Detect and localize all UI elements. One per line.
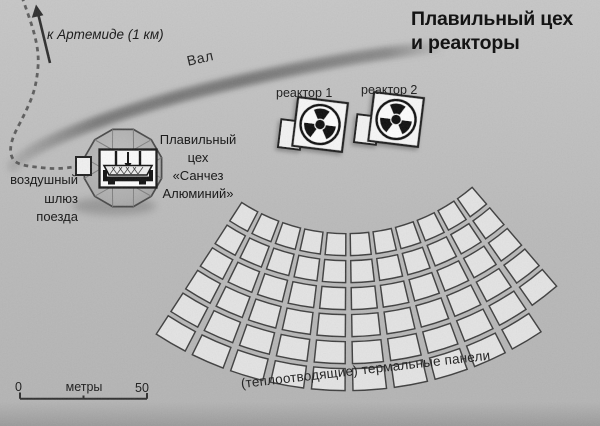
map-title-line1: Плавильный цех — [411, 8, 574, 30]
scale-end-label: 50 — [135, 381, 149, 395]
smelter-label: Плавильный цех «Санчез Алюминий» — [150, 131, 246, 203]
scale-start-label: 0 — [15, 380, 22, 394]
train-airlock-label-line: поезда — [36, 209, 78, 224]
scale-unit-label: метры — [65, 380, 103, 394]
reactor-1-label: реактор 1 — [276, 86, 333, 100]
artemis-direction-label: к Артемиде (1 км) — [47, 27, 164, 42]
smelter-label-line: Плавильный — [159, 132, 237, 147]
reactor-2-label: реактор 2 — [361, 83, 418, 97]
map-title-line2: и реакторы — [411, 32, 520, 54]
smelter-label-line: Алюминий» — [162, 186, 234, 201]
smelter-label-line: цех — [187, 150, 209, 165]
train-airlock-label: воздушный шлюз поезда — [2, 171, 78, 227]
train-airlock-label-line: шлюз — [44, 190, 78, 206]
map-title: Плавильный цех и реакторы — [411, 7, 573, 55]
train-airlock-label-line: воздушный — [10, 172, 78, 187]
smelter-label-line: «Санчез — [172, 168, 224, 183]
